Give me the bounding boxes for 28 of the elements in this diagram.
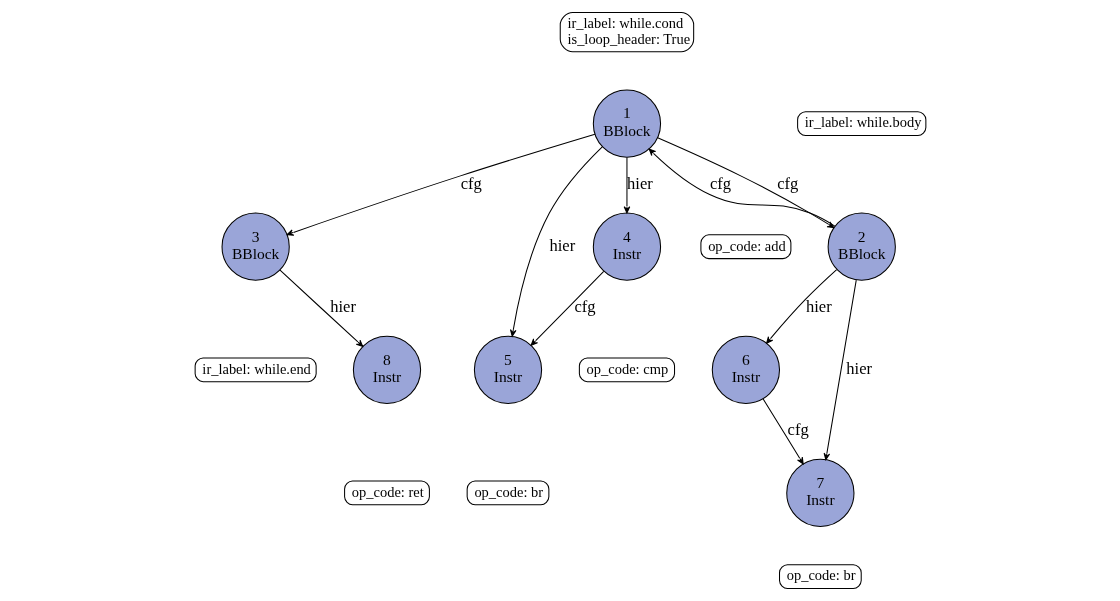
arrow: [286, 133, 595, 236]
arrow: [530, 270, 604, 346]
edge-label: hier: [626, 174, 653, 194]
edge-label: hier: [548, 235, 575, 255]
edge-label: hier: [805, 297, 832, 317]
node-box: op_code: cmp: [578, 357, 675, 383]
arrow: [279, 269, 363, 347]
edge-label: cfg: [776, 174, 798, 194]
edge-label: cfg: [787, 420, 809, 440]
node-box: op_code: add: [699, 234, 791, 260]
edge-label: hier: [845, 358, 872, 378]
node-circle: 3 BBlock: [221, 212, 290, 281]
arrow: [765, 269, 837, 344]
node-box: ir_label: while.end: [194, 357, 317, 383]
node-box: op_code: br: [466, 480, 549, 506]
arrow: [509, 146, 603, 337]
edge-label: cfg: [709, 174, 731, 194]
node-box: op_code: ret: [343, 480, 430, 506]
edge-label: cfg: [460, 174, 482, 194]
edge-label: cfg: [574, 297, 596, 317]
arrow: [823, 279, 857, 461]
node-box: ir_label: while.body: [796, 111, 926, 137]
node-circle: 4 Instr: [592, 212, 661, 281]
arrow: [623, 156, 630, 214]
node-box: ir_label: while.cond is_loop_header: True: [559, 11, 694, 53]
node-box: op_code: br: [778, 564, 862, 590]
arrow: [762, 398, 804, 465]
edge-label: hier: [329, 297, 356, 317]
